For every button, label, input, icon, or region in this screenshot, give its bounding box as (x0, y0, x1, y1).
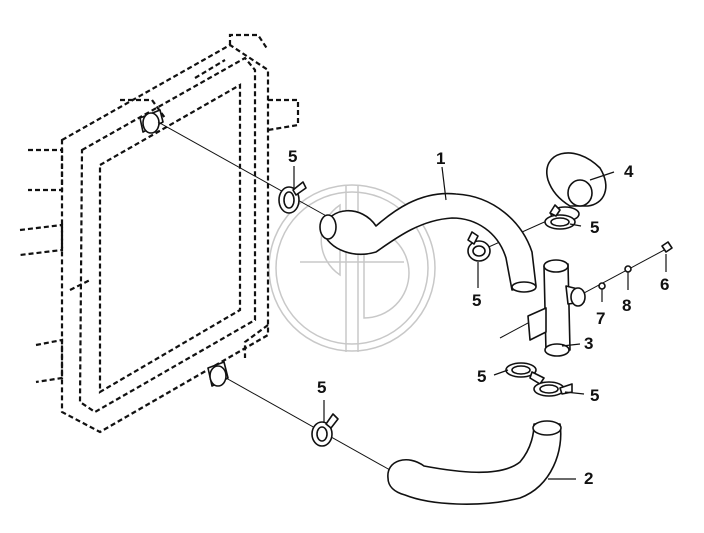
callout-leaders (293, 166, 667, 480)
callout-labels: 1 2 3 4 5 5 5 5 5 5 6 7 8 (288, 147, 669, 488)
radiator-upper-outlet (139, 109, 164, 134)
callout-5-upper-right: 5 (590, 218, 599, 237)
hose-clamp-lower-right (533, 381, 573, 397)
hose-clamp-center (467, 231, 491, 262)
hose-clamp-mid (505, 362, 545, 385)
callout-7: 7 (596, 309, 605, 328)
radiator-assembly (19, 33, 300, 434)
coolant-tee-pipe (527, 259, 586, 357)
hose-clamp-upper-left (278, 181, 307, 214)
callout-5-center: 5 (472, 291, 481, 310)
callout-3: 3 (584, 334, 593, 353)
callout-5-mid-left: 5 (477, 367, 486, 386)
callout-5-lower-right: 5 (590, 386, 599, 405)
callout-5-upper-left: 5 (288, 147, 297, 166)
hose-clamp-upper-right (544, 204, 576, 230)
watermark-logo (268, 184, 436, 352)
callout-4: 4 (624, 162, 634, 181)
callout-2: 2 (584, 469, 593, 488)
lower-radiator-hose (387, 420, 562, 505)
upper-radiator-hose (319, 192, 537, 293)
callout-8: 8 (622, 296, 631, 315)
callout-6: 6 (660, 275, 669, 294)
hose-clamp-lower-left (311, 413, 339, 447)
callout-5-lower-left: 5 (317, 378, 326, 397)
radiator-lower-outlet (207, 361, 229, 387)
callout-1: 1 (436, 149, 445, 168)
